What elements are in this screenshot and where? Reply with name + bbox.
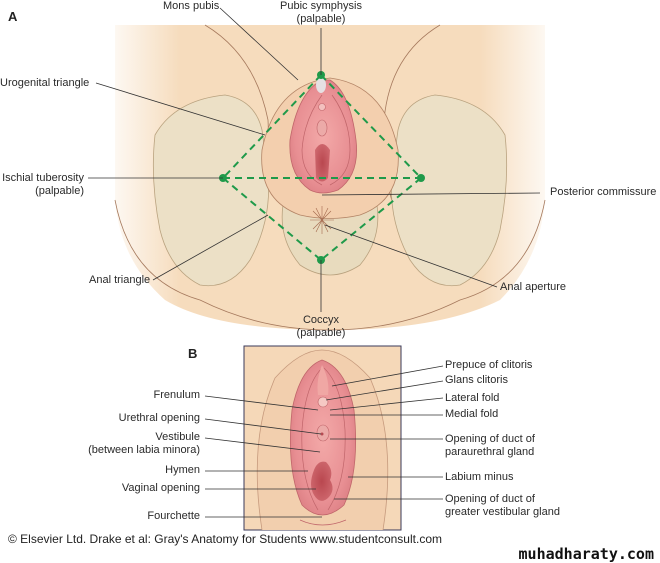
vaginal-opening	[311, 461, 333, 501]
label-coccyx: Coccyx (palpable)	[271, 314, 371, 340]
label-ischial-tuberosity-note: (palpable)	[35, 185, 84, 197]
label-mons-pubis: Mons pubis	[163, 0, 220, 12]
panel-a-figure	[114, 24, 546, 331]
label-anal-triangle: Anal triangle	[89, 274, 151, 286]
label-medial-fold: Medial fold	[445, 408, 499, 420]
label-coccyx-name: Coccyx	[302, 314, 340, 326]
perineum-diamond	[222, 74, 422, 261]
left-hip-bone	[152, 94, 269, 287]
copyright-credit: © Elsevier Ltd. Drake et al: Gray's Anat…	[8, 532, 442, 546]
label-paraurethral-line1: Opening of duct of	[445, 433, 535, 445]
label-urethral-opening: Urethral opening	[118, 412, 200, 424]
label-greater-vestibular-gland: Opening of duct of greater vestibular gl…	[445, 493, 560, 519]
label-hymen: Hymen	[165, 464, 200, 476]
right-hip-bone	[391, 94, 508, 287]
label-fourchette: Fourchette	[147, 510, 200, 522]
label-vaginal-opening: Vaginal opening	[121, 482, 200, 494]
label-coccyx-note: (palpable)	[296, 327, 346, 339]
panel-b-leaders	[204, 365, 444, 518]
label-anal-aperture: Anal aperture	[500, 281, 567, 293]
label-vestibule: Vestibule (between labia minora)	[40, 431, 200, 457]
label-frenulum: Frenulum	[153, 389, 200, 401]
label-lateral-fold: Lateral fold	[445, 392, 500, 404]
label-paraurethral-line2: paraurethral gland	[445, 446, 535, 458]
right-ischial-point	[417, 174, 425, 182]
label-pubic-symphysis-name: Pubic symphysis	[280, 0, 362, 12]
panel-a-letter: A	[8, 9, 18, 24]
label-posterior-commissure: Posterior commissure	[550, 186, 657, 198]
label-ischial-tuberosity: Ischial tuberosity (palpable)	[0, 172, 84, 198]
panel-b-letter: B	[188, 346, 198, 361]
label-urogenital-triangle: Urogenital triangle	[0, 77, 90, 89]
label-pubic-symphysis: Pubic symphysis (palpable)	[271, 0, 371, 26]
label-paraurethral-gland: Opening of duct of paraurethral gland	[445, 433, 535, 459]
label-greater-vestibular-line2: greater vestibular gland	[445, 506, 560, 518]
panel-b-figure	[243, 345, 402, 531]
label-pubic-symphysis-note: (palpable)	[296, 13, 346, 25]
label-ischial-tuberosity-name: Ischial tuberosity	[2, 172, 84, 184]
panel-a-leaders	[88, 7, 541, 312]
label-greater-vestibular-line1: Opening of duct of	[445, 493, 535, 505]
glans-clitoris	[317, 396, 329, 408]
label-vestibule-name: Vestibule	[155, 431, 200, 443]
watermark: muhadharaty.com	[518, 545, 654, 563]
label-vestibule-note: (between labia minora)	[88, 444, 200, 456]
label-glans-clitoris: Glans clitoris	[445, 374, 508, 386]
label-labium-minus: Labium minus	[445, 471, 514, 483]
label-prepuce-of-clitoris: Prepuce of clitoris	[445, 359, 533, 371]
